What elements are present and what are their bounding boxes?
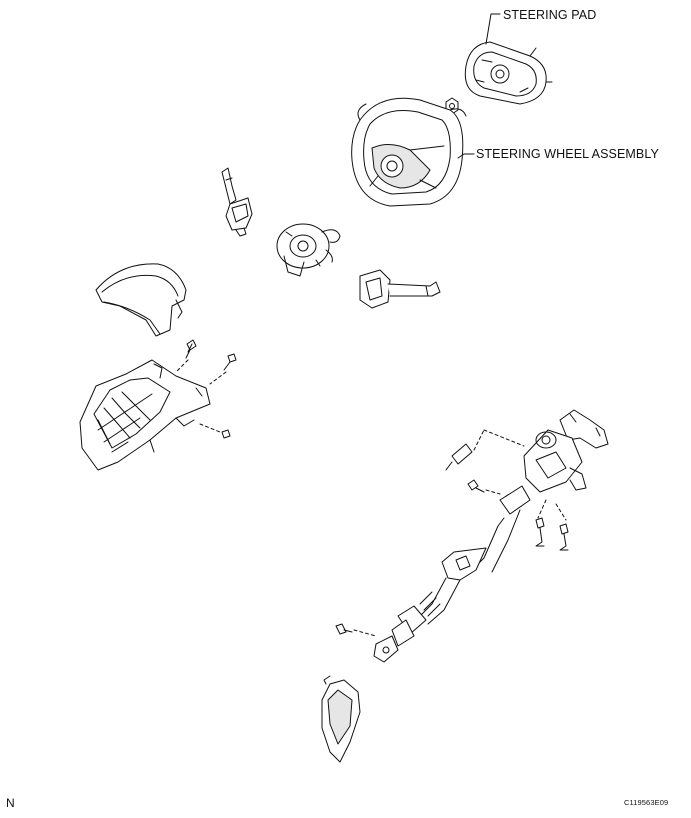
- leader-steering-pad: [486, 14, 500, 44]
- steering-column-part: [374, 410, 608, 662]
- figure-code-label: C119563E09: [624, 798, 669, 807]
- bolt-3: [560, 524, 568, 550]
- bolt-4: [336, 624, 352, 634]
- leader-steering-wheel: [458, 154, 474, 158]
- steering-wheel-part: [352, 98, 466, 206]
- upper-column-cover-part: [96, 264, 186, 336]
- column-hole-cover-part: [322, 676, 360, 762]
- screw-2: [224, 354, 236, 370]
- steering-pad-label: STEERING PAD: [503, 8, 597, 22]
- leader-column-lines: [354, 430, 566, 636]
- turn-signal-switch-part: [222, 168, 252, 236]
- leader-screw: [176, 360, 226, 384]
- bolt-1: [468, 480, 484, 492]
- spiral-cable-part: [277, 224, 340, 276]
- steering-wheel-assembly-label: STEERING WHEEL ASSEMBLY: [476, 147, 659, 161]
- steering-pad-part: [465, 42, 552, 104]
- wiper-switch-part: [360, 270, 440, 308]
- connector-part: [446, 444, 472, 470]
- leader-lower-screw: [200, 424, 220, 432]
- screw-1: [186, 340, 196, 358]
- lower-column-cover-part: [80, 360, 210, 470]
- view-marker-label: N: [6, 796, 15, 810]
- screw-3: [222, 430, 230, 438]
- bolt-2: [536, 518, 544, 546]
